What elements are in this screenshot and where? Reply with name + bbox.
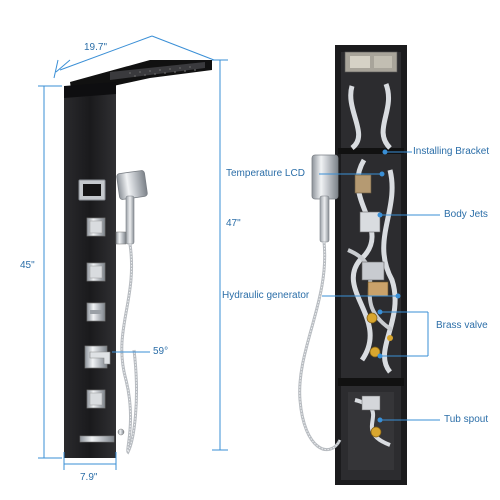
- brass-valve-2: [369, 346, 381, 358]
- callout-lines: [319, 149, 440, 423]
- label-installing-bracket: Installing Bracket: [413, 146, 490, 157]
- hand-shower-head: [116, 170, 148, 200]
- hand-shower-handle: [125, 195, 135, 245]
- cutaway-view: [298, 45, 407, 485]
- label-body-jets: Body Jets: [444, 209, 488, 220]
- brass-valve-1: [366, 312, 378, 324]
- jet-back: [359, 211, 381, 233]
- label-brass-valve: Brass valve: [436, 320, 488, 331]
- dimension-lines: [38, 35, 228, 470]
- side-hand-shower: [311, 154, 339, 200]
- label-temperature-lcd: Temperature LCD: [226, 168, 305, 179]
- hydraulic-generator: [367, 281, 389, 297]
- tub-spout-front: [79, 435, 115, 443]
- hand-shower-holder: [115, 231, 127, 245]
- tub-spout-valve: [370, 426, 382, 438]
- dimension-right-height: 47": [226, 218, 241, 229]
- label-hydraulic-generator: Hydraulic generator: [222, 290, 310, 301]
- dimension-bottom-width: 7.9": [80, 472, 98, 483]
- dimension-top-width: 19.7": [84, 42, 108, 53]
- hose: [120, 243, 138, 455]
- dimension-angle: 59°: [153, 346, 169, 357]
- front-view: [64, 60, 212, 458]
- label-tub-spout: Tub spout: [444, 414, 489, 425]
- dimension-left-height: 45": [20, 260, 35, 271]
- lcd-back: [354, 174, 372, 194]
